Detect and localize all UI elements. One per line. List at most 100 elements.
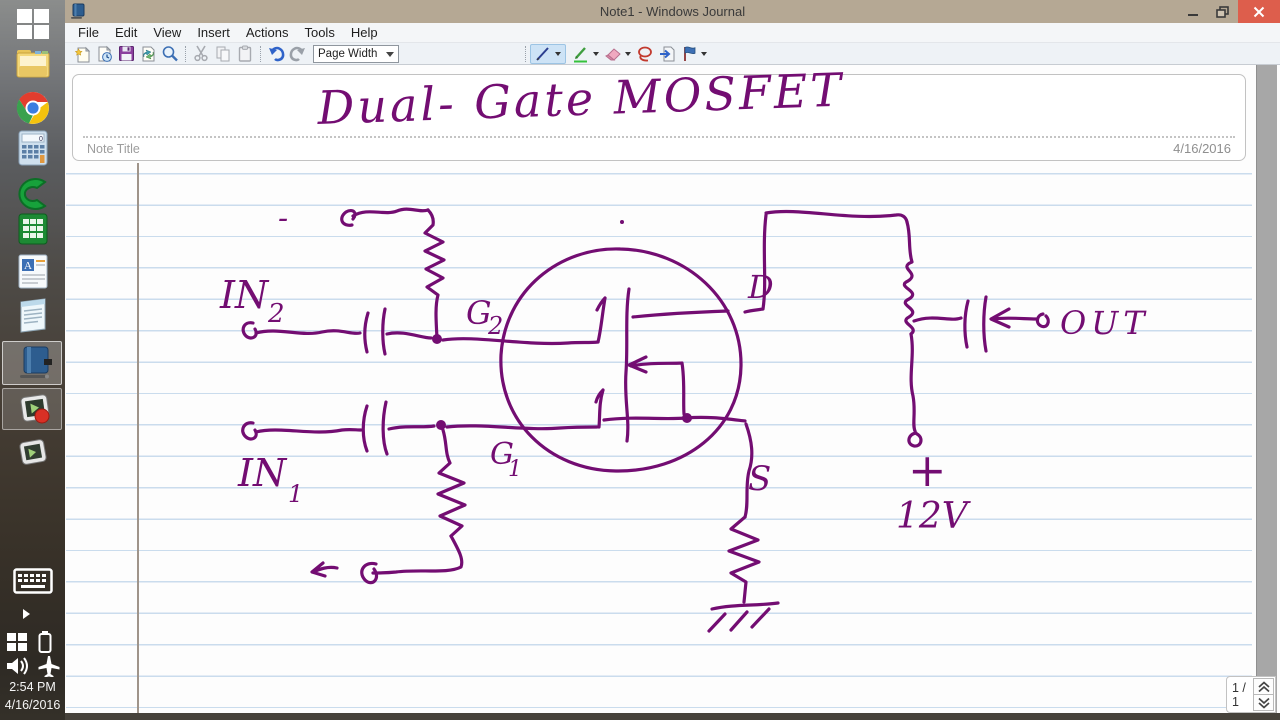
notepad-button[interactable] xyxy=(0,296,65,334)
menu-file[interactable]: File xyxy=(78,25,99,40)
open-note-button[interactable] xyxy=(93,44,115,64)
tray-row-1 xyxy=(6,630,52,654)
menu-insert[interactable]: Insert xyxy=(197,25,230,40)
file-explorer-button[interactable] xyxy=(0,46,65,80)
note-date: 4/16/2016 xyxy=(1173,141,1231,156)
start-button[interactable] xyxy=(0,6,65,42)
chevron-down-icon xyxy=(1257,697,1270,709)
note-page[interactable]: Note Title 4/16/2016 1 / 1 xyxy=(65,65,1280,720)
highlighter-button[interactable] xyxy=(570,44,592,64)
flag-icon xyxy=(684,46,696,61)
save-button[interactable] xyxy=(115,44,137,64)
green-c-app-button[interactable] xyxy=(0,172,65,216)
eraser-icon xyxy=(605,47,621,61)
cut-icon xyxy=(194,45,208,62)
journal-window: Note1 - Windows Journal xyxy=(65,0,1280,720)
pen-dropdown-arrow[interactable] xyxy=(555,51,561,56)
minimize-button[interactable] xyxy=(1178,0,1208,23)
toolbar-separator xyxy=(525,45,526,62)
menu-actions[interactable]: Actions xyxy=(245,25,289,40)
windows-start-icon xyxy=(16,9,49,39)
screen-recorder-button[interactable] xyxy=(2,388,62,430)
page-zoom-select[interactable]: Page Width xyxy=(313,44,399,63)
calculator-button[interactable]: 0 xyxy=(0,130,65,166)
highlighter-icon xyxy=(574,46,587,62)
taskbar-clock[interactable]: 2:54 PM xyxy=(9,680,56,694)
note-title-rule xyxy=(83,136,1235,138)
undo-button[interactable] xyxy=(265,44,287,64)
minimize-icon xyxy=(1188,13,1198,16)
open-note-icon xyxy=(98,45,112,62)
cut-button[interactable] xyxy=(190,44,212,64)
calculator-icon: 0 xyxy=(18,130,47,166)
zoom-icon xyxy=(162,45,178,61)
lasso-icon xyxy=(638,46,652,61)
touch-keyboard-icon xyxy=(12,568,53,594)
highlighter-dropdown-arrow[interactable] xyxy=(593,51,599,56)
eraser-button[interactable] xyxy=(602,44,624,64)
new-note-button[interactable] xyxy=(71,44,93,64)
pen-icon xyxy=(536,46,549,61)
tray-row-2 xyxy=(5,655,61,677)
redo-button[interactable] xyxy=(287,44,309,64)
pen-tool-selected xyxy=(530,43,566,64)
eraser-dropdown-arrow[interactable] xyxy=(625,51,631,56)
previous-page-button[interactable] xyxy=(1253,678,1274,695)
hidden-icons-button[interactable] xyxy=(20,607,32,621)
encoder-app-icon xyxy=(18,439,47,465)
journal-app-icon xyxy=(71,3,85,19)
note-title-box[interactable]: Note Title 4/16/2016 xyxy=(72,74,1246,161)
flag-button[interactable] xyxy=(678,44,700,64)
menu-bar: File Edit View Insert Actions Tools Help xyxy=(65,23,1280,43)
wordpad-button[interactable]: A xyxy=(0,253,65,291)
restore-button[interactable] xyxy=(1208,0,1238,23)
window-bottom-edge xyxy=(65,713,1280,720)
chevron-down-icon xyxy=(386,51,394,57)
email-note-button[interactable] xyxy=(137,44,159,64)
email-note-icon xyxy=(142,46,154,61)
close-button[interactable] xyxy=(1238,0,1280,23)
insert-space-button[interactable] xyxy=(656,44,678,64)
save-icon xyxy=(118,46,134,61)
toolbar-separator xyxy=(185,45,186,62)
paste-button[interactable] xyxy=(234,44,256,64)
page-zoom-value: Page Width xyxy=(318,47,378,60)
flag-dropdown-arrow[interactable] xyxy=(701,51,707,56)
zoom-tool-button[interactable] xyxy=(159,44,181,64)
menu-view[interactable]: View xyxy=(153,25,182,40)
pen-button[interactable] xyxy=(532,44,554,64)
copy-button[interactable] xyxy=(212,44,234,64)
touch-keyboard-button[interactable] xyxy=(0,568,65,594)
window-title: Note1 - Windows Journal xyxy=(599,4,746,19)
hidden-icons-arrow xyxy=(23,609,30,619)
vertical-scrollbar[interactable] xyxy=(1256,65,1277,713)
menu-tools[interactable]: Tools xyxy=(304,25,335,40)
paste-icon xyxy=(238,45,252,62)
lasso-button[interactable] xyxy=(634,44,656,64)
notepad-icon xyxy=(20,298,45,333)
chevron-up-icon xyxy=(1257,680,1270,692)
taskbar-date[interactable]: 4/16/2016 xyxy=(4,698,61,712)
menu-edit[interactable]: Edit xyxy=(114,25,138,40)
windows-journal-button[interactable] xyxy=(2,341,62,385)
taskbar: 0 A xyxy=(0,0,65,720)
windows-flag-small-icon[interactable] xyxy=(6,631,28,653)
page-navigator: 1 / 1 xyxy=(1226,676,1276,713)
next-page-button[interactable] xyxy=(1253,694,1274,711)
chrome-button[interactable] xyxy=(0,90,65,126)
svg-text:0: 0 xyxy=(39,136,43,143)
battery-icon[interactable] xyxy=(38,630,52,654)
note-title-placeholder: Note Title xyxy=(87,142,140,156)
insert-space-icon xyxy=(659,46,674,61)
windows-journal-icon xyxy=(19,346,52,379)
menu-help[interactable]: Help xyxy=(350,25,378,40)
new-note-icon xyxy=(74,46,90,62)
toolbar: Page Width xyxy=(65,43,1280,65)
ruled-lines xyxy=(66,173,1252,713)
encoder-app-button[interactable] xyxy=(0,436,65,472)
speaker-icon[interactable] xyxy=(5,656,29,676)
airplane-icon[interactable] xyxy=(37,655,61,677)
green-grid-app-button[interactable] xyxy=(0,212,65,246)
green-grid-app-icon xyxy=(18,213,47,245)
